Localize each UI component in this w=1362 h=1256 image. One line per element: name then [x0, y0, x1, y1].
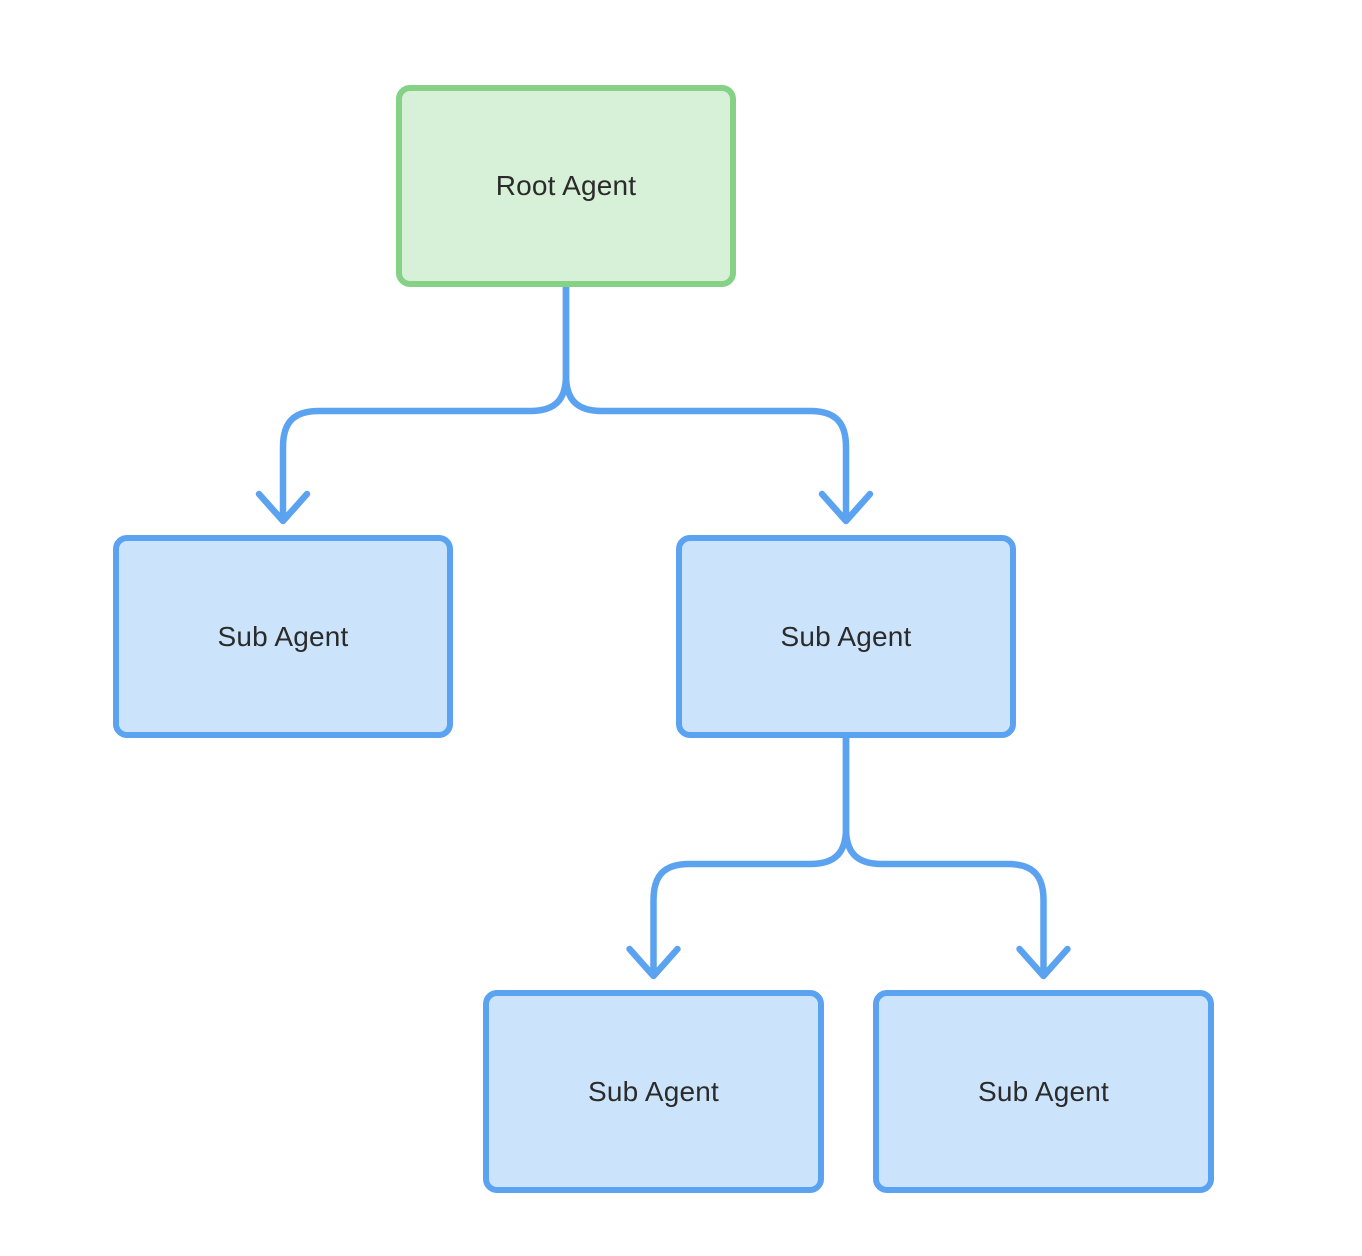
- node-label: Sub Agent: [217, 620, 349, 652]
- node-sub-left: Sub Agent: [113, 535, 453, 738]
- node-label: Root Agent: [495, 170, 637, 201]
- node-sub-left-2: Sub Agent: [483, 990, 824, 1193]
- node-label: Sub Agent: [587, 1075, 720, 1107]
- node-root: Root Agent: [396, 85, 736, 287]
- node-sub-right: Sub Agent: [676, 535, 1016, 738]
- node-label: Sub Agent: [780, 620, 912, 652]
- node-sub-right-2: Sub Agent: [873, 990, 1214, 1193]
- node-label: Sub Agent: [977, 1075, 1110, 1107]
